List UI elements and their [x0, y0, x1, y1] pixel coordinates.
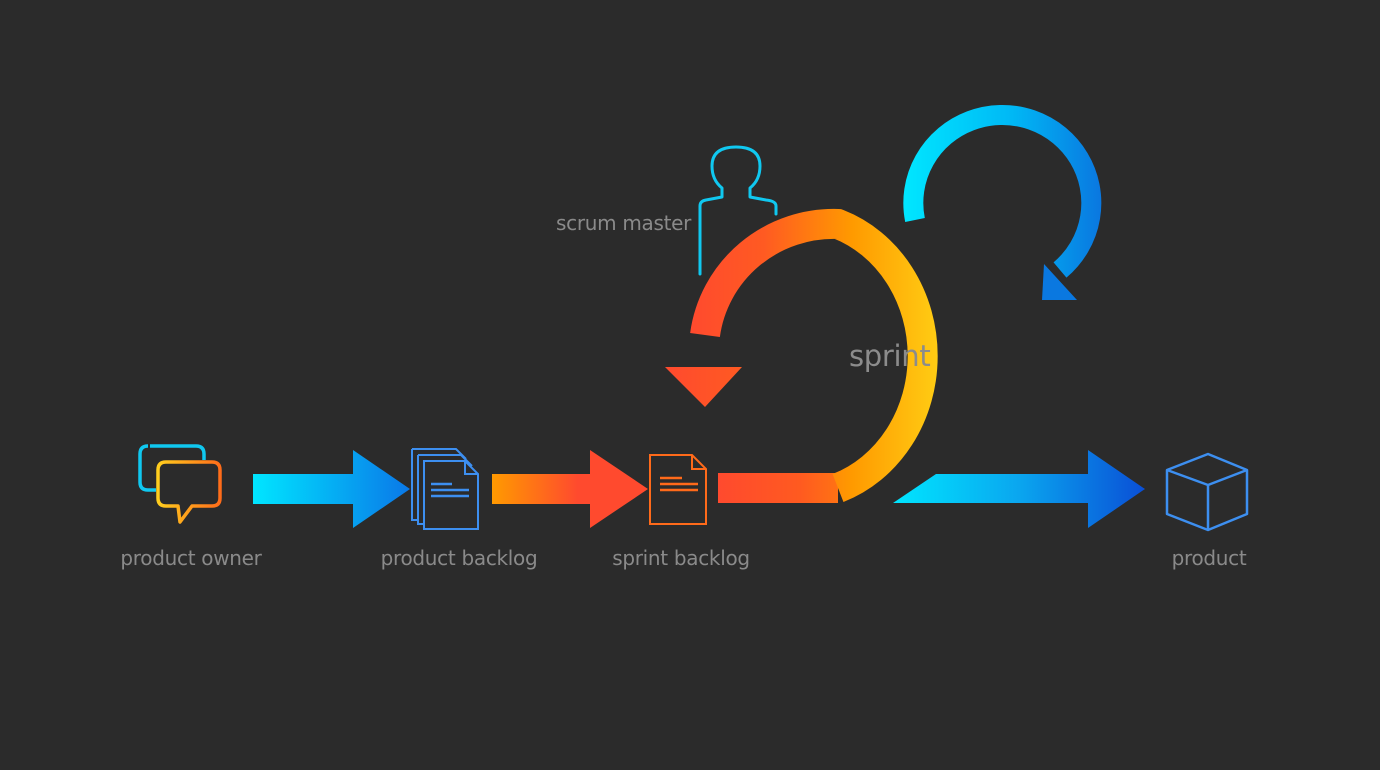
sprint-cycle-arrow: [665, 208, 938, 503]
chat-bubbles-icon: [138, 444, 222, 524]
daily-cycle-arrow: [903, 104, 1102, 300]
document-stack-icon: [411, 448, 479, 530]
sprint-label: sprint: [849, 339, 931, 373]
sprint-backlog-label: sprint backlog: [612, 546, 750, 570]
sprint-loop-arc: [690, 208, 938, 502]
product-owner-label: product owner: [120, 546, 262, 570]
arrow-backlog-to-sprint-backlog: [492, 450, 648, 528]
document-icon: [649, 454, 707, 525]
person-icon: [698, 145, 778, 276]
arrow-sprint-to-product: [893, 450, 1145, 528]
cube-icon: [1165, 452, 1249, 532]
sprint-arrowhead: [665, 367, 742, 407]
daily-loop-arc: [903, 104, 1102, 278]
daily-arrowhead: [1042, 264, 1077, 300]
product-label: product: [1171, 546, 1247, 570]
product-backlog-label: product backlog: [380, 546, 538, 570]
arrow-owner-to-backlog: [253, 450, 410, 528]
scrum-master-label: scrum master: [556, 211, 692, 235]
